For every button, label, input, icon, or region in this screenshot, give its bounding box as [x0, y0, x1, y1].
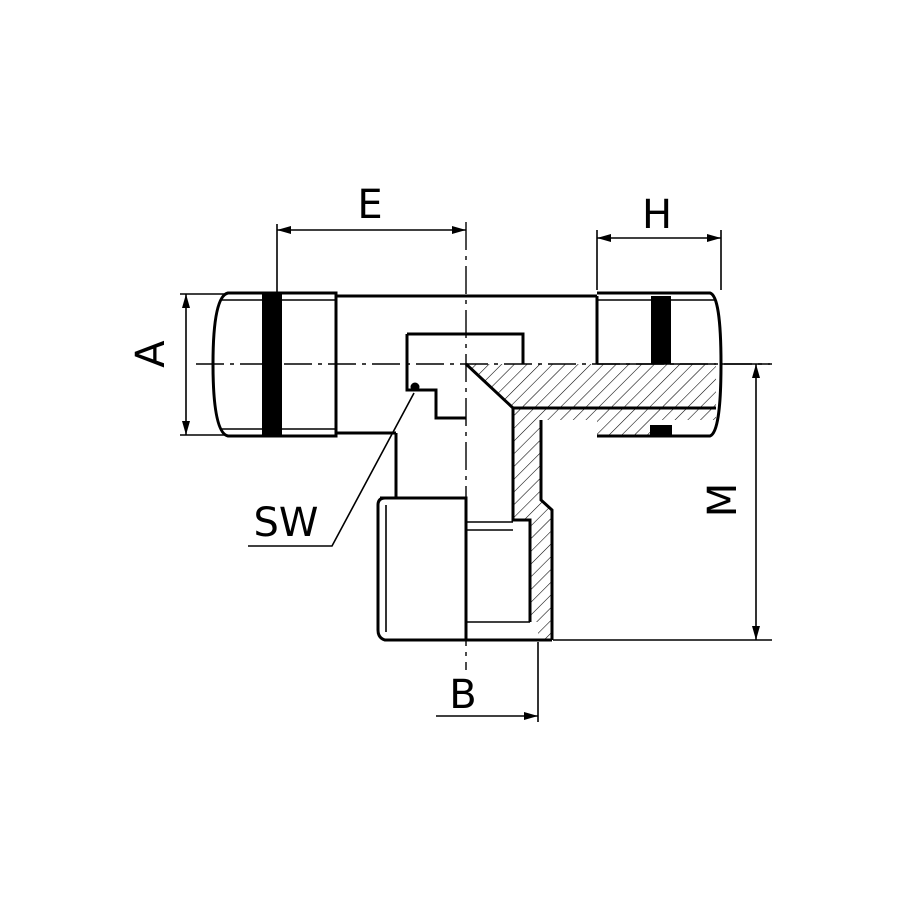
dimension-m: M	[553, 363, 772, 641]
left-o-ring	[262, 293, 282, 436]
dimension-label-sw: SW	[254, 500, 319, 546]
dimension-e: E	[276, 182, 466, 292]
bottom-threaded-port	[376, 496, 552, 642]
left-connector	[211, 291, 338, 438]
dimension-h: H	[596, 192, 722, 290]
dimension-a: A	[128, 293, 226, 436]
sw-reference-dot	[410, 382, 420, 392]
dimension-label-h: H	[642, 192, 672, 238]
dimension-label-b: B	[449, 672, 476, 718]
dimension-label-m: M	[700, 483, 746, 518]
dimension-label-a: A	[128, 340, 174, 368]
right-o-ring-upper	[651, 296, 671, 364]
tee-body	[336, 294, 597, 435]
dimension-label-e: E	[357, 182, 382, 228]
sw-leader: SW	[248, 392, 415, 547]
right-o-ring-lower	[650, 425, 672, 436]
dimension-b: B	[436, 642, 539, 722]
section-hatching	[464, 362, 716, 640]
